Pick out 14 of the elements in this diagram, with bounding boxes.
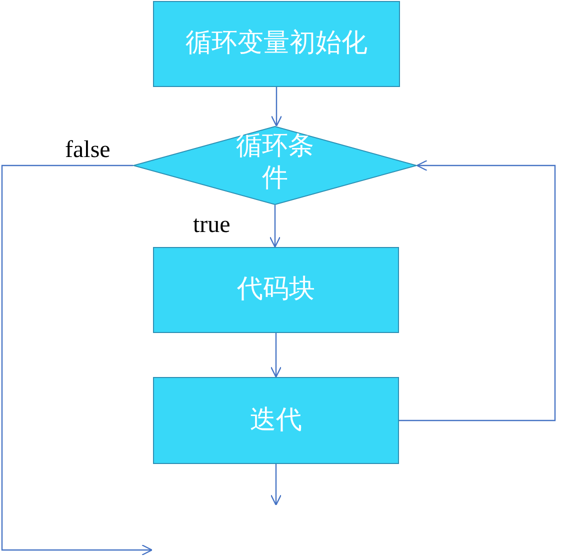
arrow xyxy=(270,87,282,127)
node-label: 迭代 xyxy=(250,404,302,436)
arrow xyxy=(270,464,282,506)
decision-diamond xyxy=(133,126,417,205)
node-label: 代码块 xyxy=(237,274,315,306)
process-box xyxy=(153,377,399,464)
process-box xyxy=(153,247,399,333)
arrow xyxy=(399,160,556,422)
node-label: 循环条件 xyxy=(235,131,315,194)
process-box xyxy=(153,1,400,87)
arrow xyxy=(1,164,153,556)
node-label: 循环变量初始化 xyxy=(186,28,368,60)
arrow xyxy=(270,333,282,378)
arrow xyxy=(269,205,281,248)
